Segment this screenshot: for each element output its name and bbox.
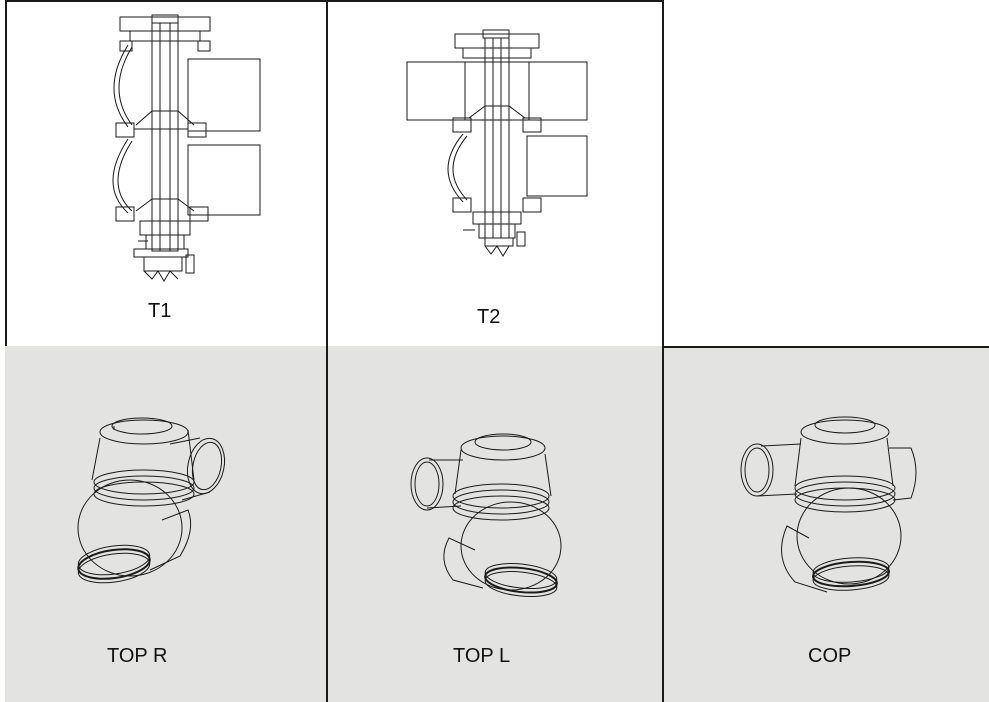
- label-top-l: TOP L: [453, 645, 511, 667]
- label-t1: T1: [148, 300, 172, 322]
- label-cop: COP: [808, 645, 852, 667]
- separator-line: [664, 346, 989, 348]
- cell-top-r: [5, 346, 326, 702]
- cell-top-l: [328, 346, 662, 702]
- t1-valve-drawing: [100, 15, 270, 285]
- cop-valve-drawing: [735, 408, 935, 608]
- top-r-valve-drawing: [70, 410, 240, 590]
- label-t2: T2: [477, 306, 501, 328]
- cell-cop: [664, 346, 989, 702]
- top-l-valve-drawing: [405, 430, 575, 600]
- cell-t1: [5, 0, 328, 348]
- label-top-r: TOP R: [107, 645, 168, 667]
- t2-valve-drawing: [405, 30, 590, 260]
- separator-line: [662, 346, 664, 702]
- separator-line: [326, 346, 328, 702]
